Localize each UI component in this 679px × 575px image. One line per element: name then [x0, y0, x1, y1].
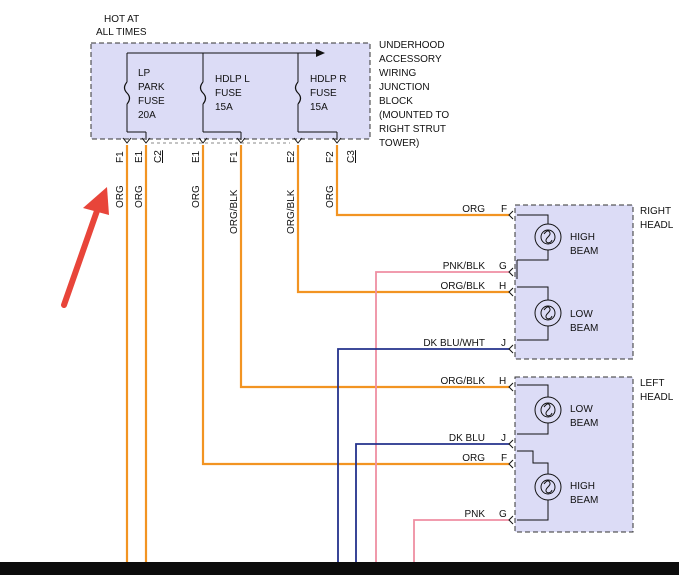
svg-text:BEAM: BEAM	[570, 246, 598, 257]
junction-wire-color-labels: ORG ORG ORG ORG/BLK ORG/BLK ORG	[115, 185, 336, 234]
right-headlamp-wire-labels: ORG F PNK/BLK G ORG/BLK H DK BLU/WHT J	[423, 204, 507, 349]
left-headlamp-title-line1: LEFT	[640, 378, 664, 389]
junction-pin-labels: F1 E1 C2 E1 F1 E2 F2 C3	[115, 150, 357, 163]
svg-text:UNDERHOOD: UNDERHOOD	[379, 40, 445, 51]
left-headlamp-wire-labels: ORG/BLK H DK BLU J ORG F PNK G	[441, 376, 508, 520]
svg-text:J: J	[501, 433, 506, 444]
svg-text:ORG/BLK: ORG/BLK	[286, 189, 297, 234]
svg-text:BLOCK: BLOCK	[379, 96, 413, 107]
svg-text:E2: E2	[286, 150, 297, 163]
svg-text:FUSE: FUSE	[138, 96, 165, 107]
left-low-beam-label: LOW BEAM	[570, 404, 598, 429]
svg-text:C2: C2	[153, 150, 164, 163]
red-pointer-arrow-icon	[61, 187, 109, 308]
svg-text:F: F	[501, 453, 507, 464]
fuse-hdlp-l-label: HDLP L FUSE 15A	[215, 74, 250, 113]
svg-text:TOWER): TOWER)	[379, 138, 419, 149]
svg-text:ORG/BLK: ORG/BLK	[441, 376, 486, 387]
svg-text:G: G	[499, 509, 507, 520]
right-headlamp-block	[514, 204, 634, 360]
svg-text:ORG/BLK: ORG/BLK	[229, 189, 240, 234]
svg-text:DK BLU: DK BLU	[449, 433, 485, 444]
right-headlamp-title-line2: HEADL	[640, 220, 674, 231]
svg-text:F1: F1	[229, 151, 240, 163]
left-high-beam-label: HIGH BEAM	[570, 481, 598, 506]
fuse-hdlp-l-icon	[199, 81, 207, 105]
svg-text:WIRING: WIRING	[379, 68, 416, 79]
svg-text:H: H	[499, 281, 506, 292]
fuse-hdlp-r-icon	[294, 81, 302, 105]
junction-block-description: UNDERHOOD ACCESSORY WIRING JUNCTION BLOC…	[379, 40, 449, 149]
svg-text:F: F	[501, 204, 507, 215]
svg-text:PNK/BLK: PNK/BLK	[443, 261, 486, 272]
svg-text:15A: 15A	[215, 102, 233, 113]
svg-text:F2: F2	[325, 151, 336, 163]
svg-text:LP: LP	[138, 68, 151, 79]
svg-text:HIGH: HIGH	[570, 481, 595, 492]
svg-text:HDLP R: HDLP R	[310, 74, 347, 85]
svg-text:HDLP L: HDLP L	[215, 74, 250, 85]
svg-text:ORG: ORG	[115, 185, 126, 208]
svg-text:ORG: ORG	[134, 185, 145, 208]
svg-text:ACCESSORY: ACCESSORY	[379, 54, 442, 65]
svg-text:G: G	[499, 261, 507, 272]
svg-text:ORG: ORG	[462, 453, 485, 464]
svg-text:PNK: PNK	[464, 509, 485, 520]
svg-text:RIGHT STRUT: RIGHT STRUT	[379, 124, 446, 135]
svg-text:F1: F1	[115, 151, 126, 163]
right-high-beam-label: HIGH BEAM	[570, 232, 598, 257]
svg-text:HIGH: HIGH	[570, 232, 595, 243]
svg-text:E1: E1	[191, 150, 202, 163]
svg-text:H: H	[499, 376, 506, 387]
svg-text:FUSE: FUSE	[215, 88, 242, 99]
svg-text:BEAM: BEAM	[570, 495, 598, 506]
svg-text:LOW: LOW	[570, 309, 593, 320]
svg-text:E1: E1	[134, 150, 145, 163]
svg-text:BEAM: BEAM	[570, 418, 598, 429]
svg-text:(MOUNTED TO: (MOUNTED TO	[379, 110, 449, 121]
svg-text:15A: 15A	[310, 102, 328, 113]
svg-text:C3: C3	[346, 150, 357, 163]
junction-block	[90, 42, 371, 140]
hot-label-line2: ALL TIMES	[96, 27, 147, 38]
junction-connectors	[122, 137, 342, 144]
svg-text:BEAM: BEAM	[570, 323, 598, 334]
svg-text:JUNCTION: JUNCTION	[379, 82, 430, 93]
svg-text:PARK: PARK	[138, 82, 165, 93]
svg-text:20A: 20A	[138, 110, 156, 121]
hot-label-line1: HOT AT	[104, 14, 139, 25]
svg-text:ORG: ORG	[325, 185, 336, 208]
right-headlamp-title-line1: RIGHT	[640, 206, 671, 217]
svg-text:FUSE: FUSE	[310, 88, 337, 99]
wires	[125, 145, 509, 575]
svg-text:ORG: ORG	[191, 185, 202, 208]
right-low-beam-label: LOW BEAM	[570, 309, 598, 334]
left-headlamp-title-line2: HEADL	[640, 392, 674, 403]
headlamp-internal-wiring	[516, 214, 549, 521]
headlamp-connectors	[508, 210, 514, 525]
fuse-lp-park-label: LP PARK FUSE 20A	[138, 68, 165, 121]
svg-text:LOW: LOW	[570, 404, 593, 415]
bottom-bar	[0, 562, 679, 575]
svg-text:ORG: ORG	[462, 204, 485, 215]
svg-text:ORG/BLK: ORG/BLK	[441, 281, 486, 292]
left-headlamp-block	[514, 376, 634, 533]
fuse-hdlp-r-label: HDLP R FUSE 15A	[310, 74, 347, 113]
svg-text:J: J	[501, 338, 506, 349]
svg-text:DK BLU/WHT: DK BLU/WHT	[423, 338, 485, 349]
fuse-lp-park-icon	[123, 81, 131, 105]
